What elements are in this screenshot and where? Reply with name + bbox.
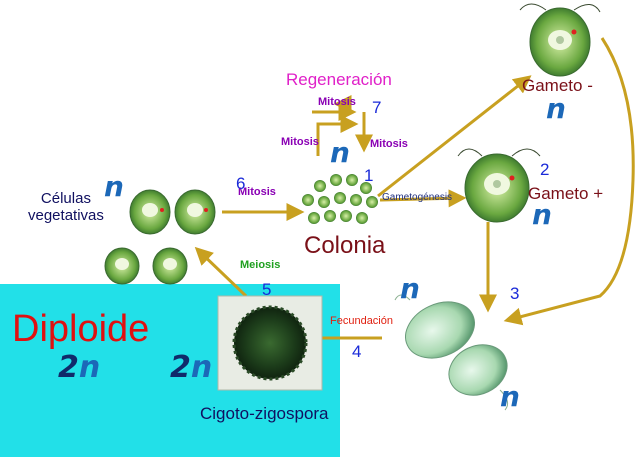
gameto-minus-cell [519, 3, 601, 77]
arrow-meiosis [194, 246, 248, 298]
label-diploide: Diploide [12, 308, 150, 350]
label-mitosis-left: Mitosis [281, 136, 319, 148]
step-1: 1 [364, 166, 374, 185]
haploid-symbol-gameto-plus: n [532, 198, 552, 231]
label-vegetativas: vegetativas [28, 207, 104, 224]
step-4: 4 [352, 342, 362, 361]
step-3: 3 [510, 284, 520, 303]
label-gameto-minus: Gameto - [522, 76, 593, 95]
vegetative-cells [104, 189, 216, 285]
haploid-symbol-gameto-minus: n [546, 92, 566, 125]
haploid-symbol-fusion-bottom: n [500, 380, 520, 413]
zygospore-image [217, 295, 323, 391]
arrow-regen-up [316, 115, 359, 156]
step-6: 6 [236, 174, 246, 193]
label-celulas-vegetativas: Células vegetativas [28, 190, 104, 224]
diploid-symbol-left: 2n [58, 350, 101, 385]
arrow-colonia-to-gameto-minus [377, 75, 532, 198]
haploid-symbol-vegetative: n [104, 170, 124, 203]
step-2: 2 [540, 160, 550, 179]
haploid-symbol-colonia: n [330, 136, 350, 169]
haploid-symbol-fusion-top: n [400, 272, 420, 305]
label-regeneracion: Regeneración [286, 70, 392, 89]
label-gametogenesis: Gametogénesis [382, 192, 453, 203]
label-cigoto: Cigoto-zigospora [200, 404, 329, 423]
label-colonia: Colonia [304, 232, 386, 259]
label-celulas: Células [40, 190, 91, 207]
step-5: 5 [262, 280, 272, 299]
arrow-colonia-to-gameto-plus [379, 189, 467, 208]
colonia-cells [302, 174, 378, 224]
step-7: 7 [372, 98, 382, 117]
cycle-arrows [194, 37, 635, 347]
arrow-gameto-minus-to-fusion [503, 37, 635, 326]
label-meiosis: Meiosis [240, 259, 281, 271]
label-mitosis-right: Mitosis [370, 138, 408, 150]
label-gameto-plus: Gameto + [528, 184, 604, 203]
label-mitosis-cells: Mitosis [238, 186, 276, 198]
label-fecundacion: Fecundación [330, 315, 393, 327]
diploid-symbol-right: 2n [170, 350, 213, 385]
gamete-fusion-cell [394, 294, 509, 411]
label-mitosis-top: Mitosis [318, 96, 356, 108]
gameto-plus-cell [457, 148, 541, 223]
